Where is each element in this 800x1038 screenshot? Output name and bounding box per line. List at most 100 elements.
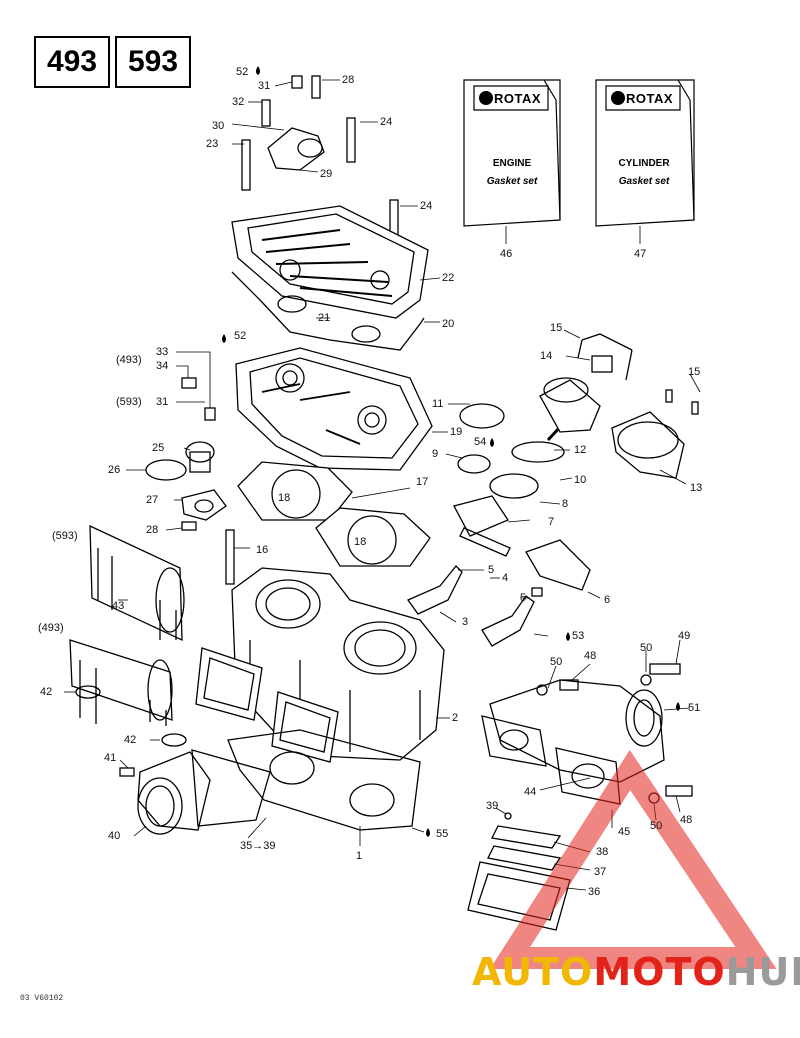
booklet-ref: 47	[634, 248, 647, 260]
rotax-logo-icon	[479, 91, 493, 105]
callout: 1	[356, 850, 363, 862]
valve-blade-3a	[407, 565, 463, 615]
callout: 5	[488, 564, 495, 576]
spacer-4	[531, 587, 543, 597]
base-gasket	[227, 729, 421, 831]
callout: 26	[108, 464, 121, 476]
valve-7	[453, 495, 509, 537]
callout: 50	[640, 642, 653, 654]
callout: 37	[594, 866, 607, 878]
callout: 3	[462, 616, 469, 628]
valve-blade-3b	[481, 595, 535, 647]
model-tag: (593)	[116, 396, 142, 408]
callout: 22	[442, 272, 455, 284]
reed-stop-37	[487, 845, 562, 871]
watermark-text: AUTOMOTOHUB	[472, 950, 800, 994]
callout: 24	[380, 116, 393, 128]
screw-48b	[665, 785, 693, 797]
piston-8	[489, 473, 539, 499]
plug-34	[181, 377, 197, 389]
o-ring-11	[459, 403, 505, 429]
callout: 6	[604, 594, 611, 606]
reed-petal-38	[491, 825, 562, 849]
booklet-cylinder	[595, 79, 695, 227]
model-tag: (493)	[116, 354, 142, 366]
callout: 50	[650, 820, 663, 832]
callout: 42	[40, 686, 53, 698]
callout: 43	[112, 600, 125, 612]
callout: 55	[436, 828, 449, 840]
thermostat-cover	[181, 489, 227, 521]
callout: 8	[562, 498, 569, 510]
booklet-subtitle: Gasket set	[486, 176, 538, 187]
watermark-part: MOTO	[593, 950, 726, 994]
callout: 5	[520, 592, 527, 604]
callout: 15	[550, 322, 563, 334]
callout: 14	[540, 350, 553, 362]
callout: 54	[474, 436, 487, 448]
callout: 16	[256, 544, 269, 556]
screw-28	[311, 75, 321, 99]
callout: 11	[432, 398, 444, 410]
cylinder-head	[235, 347, 433, 471]
valve-cover-13	[611, 411, 685, 479]
manifold-593	[89, 524, 183, 642]
valve-6	[525, 539, 591, 591]
callout: 45	[618, 826, 631, 838]
booklet-brand: ROTAX	[626, 91, 674, 106]
callout: 35→39	[240, 840, 276, 852]
callout: 28	[146, 524, 159, 536]
callout: 21	[318, 312, 331, 324]
screw-23	[241, 139, 251, 191]
model-tag: (593)	[52, 530, 78, 542]
booklet-brand: ROTAX	[494, 91, 542, 106]
booklet-subtitle: Gasket set	[618, 176, 670, 187]
screw-24a	[346, 117, 356, 163]
model-badge-593: 593	[115, 36, 191, 88]
callout: 48	[680, 814, 693, 826]
leader-lines	[64, 79, 701, 891]
callout: 50	[550, 656, 563, 668]
callout: 27	[146, 494, 159, 506]
callout: 40	[108, 830, 121, 842]
booklet-title: ENGINE	[492, 158, 532, 169]
drawing-code: 03 V60102	[20, 994, 64, 1003]
callout: 7	[548, 516, 555, 528]
gasket-44a	[481, 715, 547, 767]
screw-32	[261, 99, 271, 127]
rotary-manifold	[489, 679, 665, 783]
booklet-title: CYLINDER	[618, 158, 670, 169]
callout: 28	[342, 74, 355, 86]
cylinder-block	[231, 567, 445, 761]
piston-housing	[539, 379, 601, 433]
screw-48a	[559, 679, 579, 691]
knob-14	[591, 355, 613, 373]
callout: 52	[234, 330, 247, 342]
callout: 38	[596, 846, 609, 858]
callout: 48	[584, 650, 597, 662]
watermark-triangle-logo	[489, 749, 777, 969]
callout: 18	[354, 536, 367, 548]
thermostat	[185, 441, 215, 463]
callout: 49	[678, 630, 691, 642]
plug-31	[291, 75, 303, 89]
booklet-ref: 46	[500, 248, 513, 260]
gasket-20	[231, 271, 425, 351]
callout: 24	[420, 200, 433, 212]
model-tag: (493)	[38, 622, 64, 634]
callout: 31	[156, 396, 169, 408]
lubricant-drop-icons	[222, 66, 680, 837]
screw-28b	[181, 521, 197, 531]
callout: 53	[572, 630, 585, 642]
callout: 25	[152, 442, 165, 454]
callout: 44	[524, 786, 537, 798]
callout: 32	[232, 96, 245, 108]
callout: 20	[442, 318, 455, 330]
o-ring-9	[457, 454, 491, 474]
callout: 30	[212, 120, 225, 132]
screw-41	[119, 767, 135, 777]
callout: 18	[278, 492, 291, 504]
callout: 10	[574, 474, 587, 486]
callout: 42	[124, 734, 137, 746]
callout: 15	[688, 366, 701, 378]
